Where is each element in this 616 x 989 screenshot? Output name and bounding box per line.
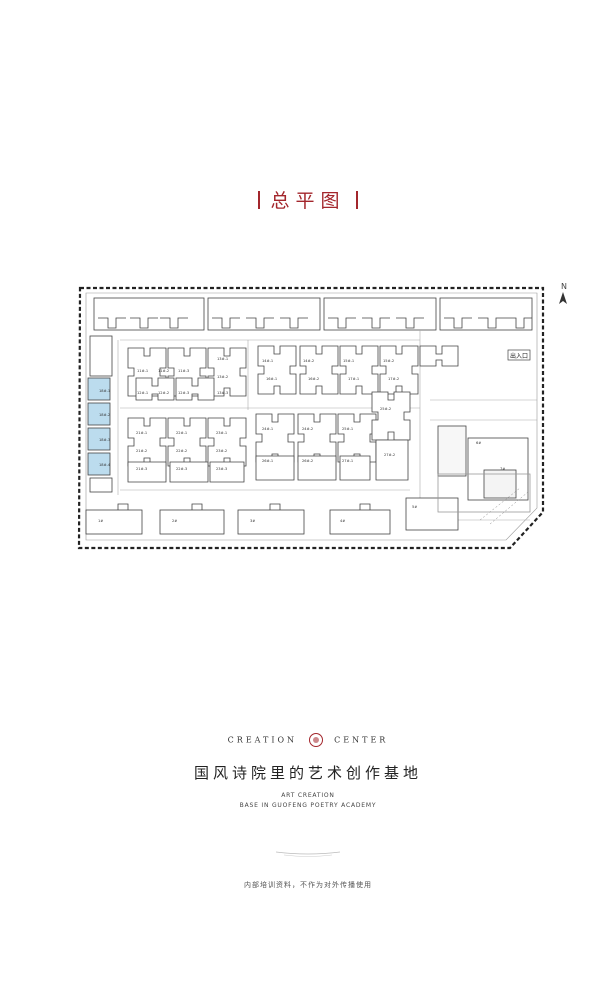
building-label: 25#-1 (342, 427, 353, 431)
building-label: 13#-2 (217, 375, 228, 379)
chinese-title: 国风诗院里的艺术创作基地 (193, 764, 422, 782)
building-label: 23#-3 (216, 467, 227, 471)
building-label: 18#-2 (99, 413, 110, 417)
building-label: 25#-2 (380, 407, 391, 411)
building-label: 24#-2 (302, 427, 313, 431)
building-label: 17#-2 (388, 377, 399, 381)
building-label: 24#-1 (262, 427, 273, 431)
north-arrow-icon (559, 292, 567, 304)
gate-label: 出入口 (510, 352, 528, 360)
entrance-gate (507, 349, 531, 361)
highlight-unit (87, 427, 111, 451)
building-label: 18#-4 (99, 463, 111, 467)
decorative-ornament (276, 851, 340, 857)
building-label: 22#-2 (176, 449, 187, 453)
highlight-unit (87, 402, 111, 426)
highlight-unit (87, 377, 111, 401)
building-label: 5# (412, 505, 417, 509)
building-label: 16#-1 (266, 377, 277, 381)
building-label: 22#-1 (176, 431, 187, 435)
building-label: 16#-2 (308, 377, 319, 381)
north-row-villas (93, 297, 533, 331)
building-label: 13#-3 (217, 391, 228, 395)
building-label: 15#-1 (343, 359, 354, 363)
building-label: 1# (98, 519, 103, 523)
building-label: 12#-3 (178, 391, 189, 395)
building-label: 15#-2 (383, 359, 394, 363)
west-column (87, 335, 113, 493)
building-label: 23#-2 (216, 449, 227, 453)
building-label: 18#-1 (99, 389, 110, 393)
building-label: 7# (500, 467, 505, 471)
building-label: 21#-3 (136, 467, 147, 471)
building-label: 26#-2 (302, 459, 313, 463)
building-label: 17#-1 (348, 377, 359, 381)
brand-left: CREATION (227, 735, 298, 745)
building-label: 13#-1 (217, 357, 228, 361)
footer-note: 内部培训资料，不作为对外传播使用 (244, 881, 372, 889)
building-label: 11#-2 (158, 369, 169, 373)
courtyard-clusters (127, 345, 459, 483)
seal-icon (308, 733, 323, 747)
site-boundary (77, 286, 545, 550)
title-bar-left (258, 191, 261, 209)
building-label: 12#-1 (137, 391, 148, 395)
brand-right: CENTER (334, 735, 389, 745)
english-line-1: ART CREATION (281, 792, 335, 799)
building-label: 14#-2 (303, 359, 314, 363)
building-label: 2# (172, 519, 177, 523)
site-inner-outline (85, 292, 538, 541)
brand-row: CREATION CENTER (0, 733, 616, 747)
north-label: N (561, 282, 567, 291)
building-label: 14#-1 (262, 359, 273, 363)
building-label: 23#-1 (216, 431, 227, 435)
south-row (85, 503, 391, 535)
building-label: 11#-3 (178, 369, 189, 373)
english-line-2: BASE IN GUOFENG POETRY ACADEMY (239, 802, 377, 809)
building-label: 4# (340, 519, 345, 523)
east-plots (405, 425, 531, 531)
page-title: 总平图 (0, 186, 616, 213)
building-label: 3# (250, 519, 255, 523)
building-label: 12#-2 (158, 391, 169, 395)
building-label: 18#-3 (99, 438, 110, 442)
building-label: 21#-2 (136, 449, 147, 453)
building-label: 26#-1 (262, 459, 273, 463)
highlight-unit (87, 452, 111, 476)
building-label: 11#-1 (137, 369, 148, 373)
building-label: 27#-1 (342, 459, 353, 463)
title-text: 总平图 (270, 190, 346, 212)
building-label: 21#-1 (136, 431, 147, 435)
building-label: 27#-2 (384, 453, 395, 457)
building-label: 6# (476, 441, 481, 445)
building-label: 22#-3 (176, 467, 187, 471)
title-bar-right (355, 191, 358, 209)
